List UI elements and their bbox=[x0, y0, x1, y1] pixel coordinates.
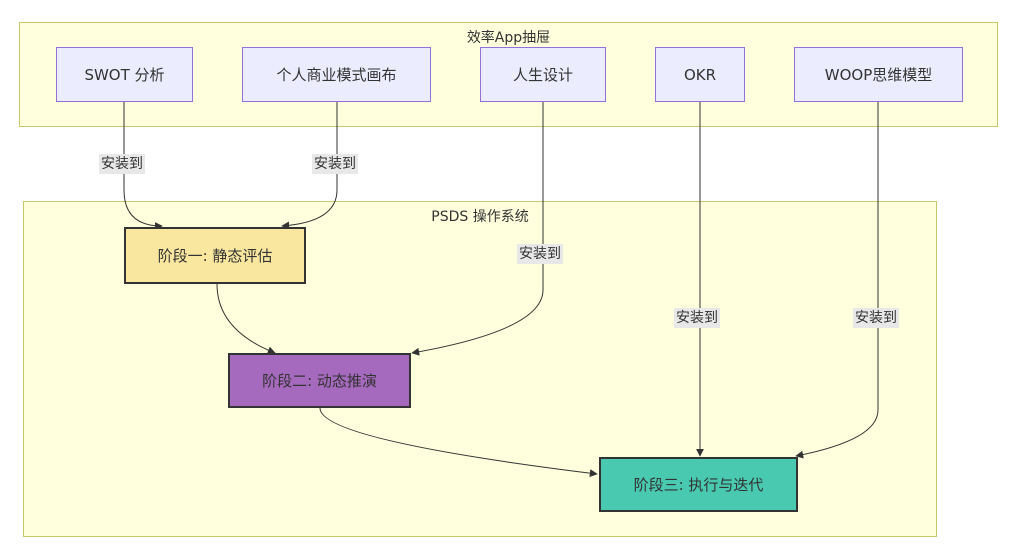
edge-label-canvas: 安装到 bbox=[312, 154, 358, 174]
stage2-node[interactable]: 阶段二: 动态推演 bbox=[228, 353, 411, 408]
app-drawer-title: 效率App抽屉 bbox=[466, 30, 551, 46]
swot-label: SWOT 分析 bbox=[84, 66, 165, 84]
edge-label-woop: 安装到 bbox=[853, 308, 899, 328]
edge-swot-stage1 bbox=[123, 102, 163, 230]
life-design-label: 人生设计 bbox=[512, 66, 573, 84]
okr-node[interactable]: OKR bbox=[655, 47, 745, 102]
edge-canvas-stage1 bbox=[281, 102, 338, 230]
edge-life-stage2 bbox=[411, 102, 544, 356]
edge-woop-stage3 bbox=[795, 102, 879, 459]
woop-node[interactable]: WOOP思维模型 bbox=[794, 47, 963, 102]
stage3-label: 阶段三: 执行与迭代 bbox=[633, 476, 764, 494]
swot-node[interactable]: SWOT 分析 bbox=[56, 47, 193, 102]
edge-stage2-stage3 bbox=[319, 407, 598, 478]
life-design-node[interactable]: 人生设计 bbox=[480, 47, 606, 102]
edge-label-swot: 安装到 bbox=[99, 154, 145, 174]
stage1-label: 阶段一: 静态评估 bbox=[157, 247, 273, 265]
edge-label-okr: 安装到 bbox=[674, 308, 720, 328]
stage1-node[interactable]: 阶段一: 静态评估 bbox=[124, 227, 306, 284]
woop-label: WOOP思维模型 bbox=[824, 66, 933, 84]
psds-title: PSDS 操作系统 bbox=[431, 209, 529, 225]
business-canvas-label: 个人商业模式画布 bbox=[276, 66, 397, 84]
okr-label: OKR bbox=[683, 65, 717, 84]
edge-label-life: 安装到 bbox=[517, 244, 563, 264]
stage2-label: 阶段二: 动态推演 bbox=[262, 372, 377, 390]
stage3-node[interactable]: 阶段三: 执行与迭代 bbox=[599, 457, 798, 512]
business-canvas-node[interactable]: 个人商业模式画布 bbox=[242, 47, 431, 102]
edge-stage1-stage2 bbox=[216, 283, 276, 355]
